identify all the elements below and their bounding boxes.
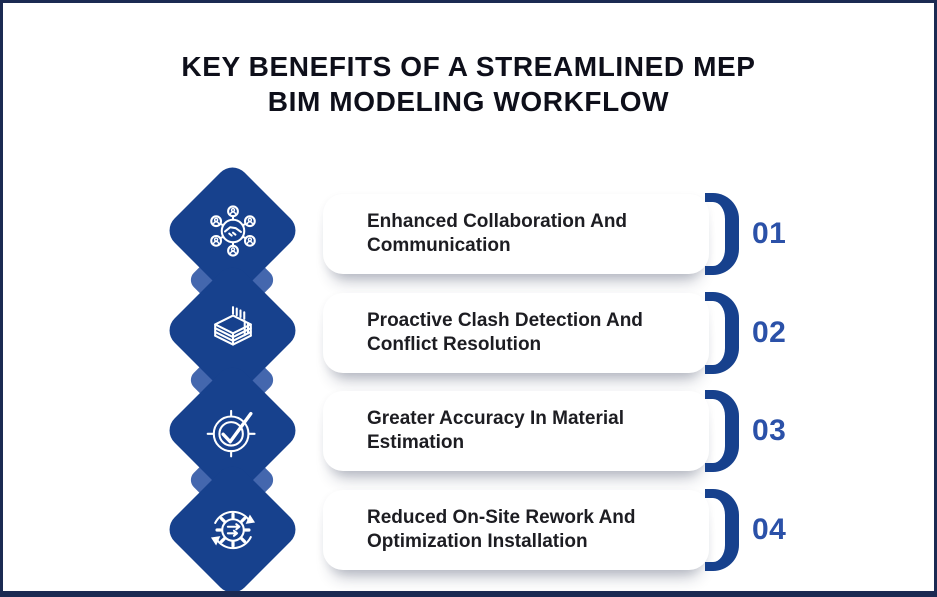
collaboration-network-icon [209, 204, 256, 257]
benefit-card: Proactive Clash Detection And Conflict R… [323, 293, 709, 373]
bracket-shape [705, 489, 739, 571]
title-line-2: BIM MODELING WORKFLOW [267, 86, 670, 117]
title-line-1: KEY BENEFITS OF A STREAMLINED MEP [181, 51, 756, 82]
benefit-icon-diamond-2 [162, 260, 303, 401]
benefit-label: Reduced On-Site Rework And Optimization … [367, 507, 636, 552]
bracket-shape [705, 193, 739, 275]
benefit-label: Enhanced Collaboration And Communication [367, 211, 628, 256]
benefit-label: Greater Accuracy In Material Estimation [367, 408, 624, 453]
benefit-number: 03 [752, 414, 787, 447]
benefit-number: 01 [752, 217, 787, 250]
benefit-icon-diamond-3 [162, 360, 303, 501]
bracket-shape [705, 292, 739, 374]
benefit-card: Reduced On-Site Rework And Optimization … [323, 490, 709, 570]
benefit-number: 04 [752, 513, 787, 546]
bim-model-stack-icon [213, 305, 252, 346]
benefit-icon-diamond-1 [162, 160, 303, 301]
benefit-label: Proactive Clash Detection And Conflict R… [367, 310, 643, 355]
gear-sync-icon [210, 510, 255, 549]
page-title: KEY BENEFITS OF A STREAMLINED MEP BIM MO… [3, 49, 934, 119]
benefit-card: Greater Accuracy In Material Estimation [323, 391, 709, 471]
benefit-card: Enhanced Collaboration And Communication [323, 194, 709, 274]
bracket-shape [705, 390, 739, 472]
benefit-icon-diamond-4 [162, 459, 303, 591]
benefit-number: 02 [752, 316, 787, 349]
target-checkmark-icon [206, 409, 256, 457]
